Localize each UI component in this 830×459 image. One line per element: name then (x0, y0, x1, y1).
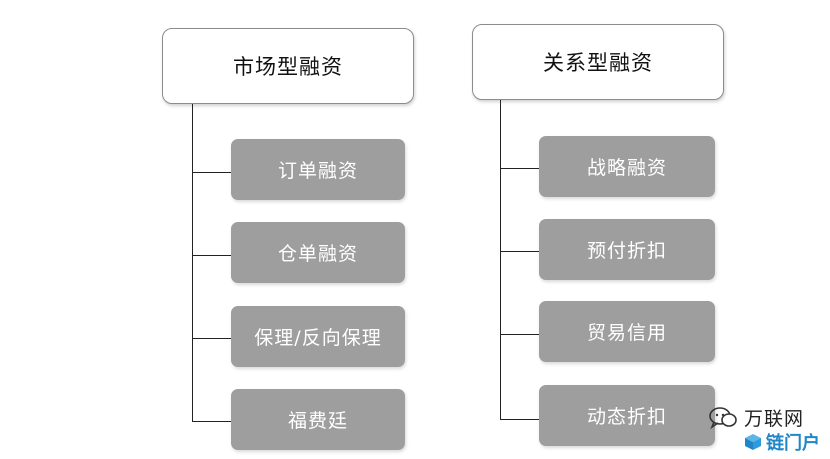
right-branch-line (500, 419, 540, 420)
watermark-logo-text: 链门户 (766, 433, 820, 454)
right-child-node: 动态折扣 (539, 385, 715, 446)
left-child-node: 订单融资 (231, 139, 405, 200)
left-branch-line (192, 255, 232, 256)
wechat-icon (709, 406, 737, 429)
cube-logo-icon (745, 434, 761, 450)
left-branch-line (192, 421, 232, 422)
left-child-node: 仓单融资 (231, 222, 405, 283)
left-root-node: 市场型融资 (162, 28, 414, 104)
right-branch-line (500, 251, 540, 252)
watermark: 万联网 链门户 (708, 402, 826, 454)
watermark-name: 万联网 (744, 408, 805, 430)
right-branch-line (500, 168, 540, 169)
left-trunk-line (192, 104, 193, 422)
right-trunk-line (500, 100, 501, 420)
left-child-node: 福费廷 (231, 389, 405, 450)
right-child-node: 战略融资 (539, 136, 715, 197)
left-branch-line (192, 172, 232, 173)
right-child-node: 预付折扣 (539, 219, 715, 280)
left-branch-line (192, 338, 232, 339)
right-child-node: 贸易信用 (539, 301, 715, 362)
left-child-node: 保理/反向保理 (231, 306, 405, 367)
right-root-node: 关系型融资 (472, 24, 724, 100)
right-branch-line (500, 334, 540, 335)
